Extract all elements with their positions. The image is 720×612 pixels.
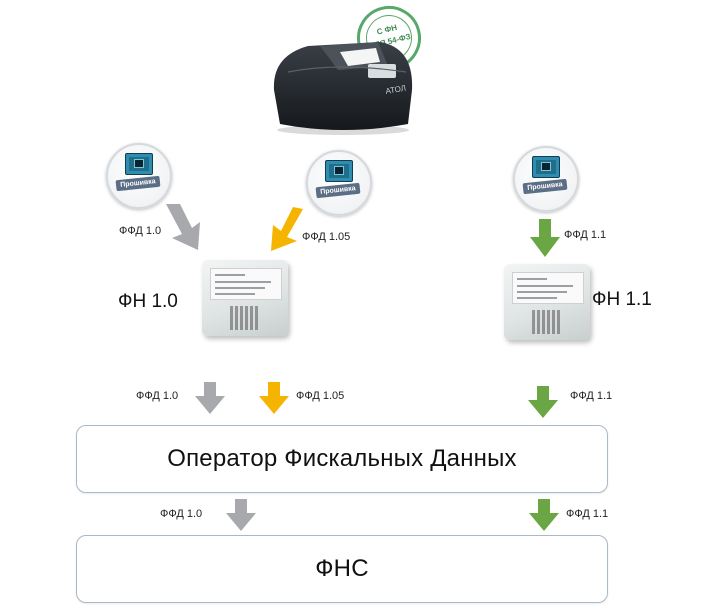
firmware-chip-icon — [125, 153, 153, 175]
firmware-badge-2: Прошивка — [306, 150, 372, 216]
fn-qr-code — [532, 310, 560, 334]
firmware-chip-icon — [532, 156, 560, 178]
ffd-1-1-label: ФФД 1.1 — [564, 229, 607, 241]
fns-box-label: ФНС — [315, 555, 369, 582]
arrow-green-down — [530, 219, 560, 257]
ffd-1-0-label-fns: ФФД 1.0 — [160, 508, 203, 520]
ffd-1-0-label: ФФД 1.0 — [119, 225, 162, 237]
receipt-printer-image: АТОЛ — [273, 42, 413, 135]
ffd-1-05-label: ФФД 1.05 — [302, 231, 351, 243]
arrow-gray-down-to-ofd — [195, 382, 225, 414]
arrow-green-down-to-fns — [529, 499, 559, 531]
fn-1-1-label: ФН 1.1 — [592, 289, 652, 310]
firmware-ribbon: Прошивка — [315, 182, 361, 199]
arrow-green-down-to-ofd — [528, 386, 558, 418]
ffd-1-05-label-ofd: ФФД 1.05 — [296, 390, 345, 402]
ffd-1-1-label-fns: ФФД 1.1 — [566, 508, 609, 520]
printer-brand: АТОЛ — [385, 84, 407, 96]
fn-sticker — [512, 272, 584, 304]
ffd-1-0-label-ofd: ФФД 1.0 — [136, 390, 179, 402]
fns-box: ФНС — [76, 535, 608, 603]
firmware-ribbon: Прошивка — [522, 178, 568, 195]
firmware-badge-3: Прошивка — [513, 146, 579, 212]
fn-1-0-label: ФН 1.0 — [118, 291, 178, 312]
ffd-1-1-label-ofd: ФФД 1.1 — [570, 390, 613, 402]
ofd-box: Оператор Фискальных Данных — [76, 425, 608, 493]
firmware-badge-1: Прошивка — [106, 143, 172, 209]
arrow-yellow-down-to-ofd — [259, 382, 289, 414]
fiscal-drive-1-1 — [504, 264, 590, 340]
fiscal-drive-1-0 — [202, 260, 288, 336]
arrow-gray-down-to-fns — [226, 499, 256, 531]
fn-qr-code — [230, 306, 258, 330]
firmware-ribbon: Прошивка — [115, 175, 161, 192]
ofd-box-label: Оператор Фискальных Данных — [167, 445, 517, 472]
firmware-chip-icon — [325, 160, 353, 182]
arrow-gray-diagonal — [166, 204, 200, 250]
fn-sticker — [210, 268, 282, 300]
arrow-yellow-diagonal — [271, 207, 303, 251]
